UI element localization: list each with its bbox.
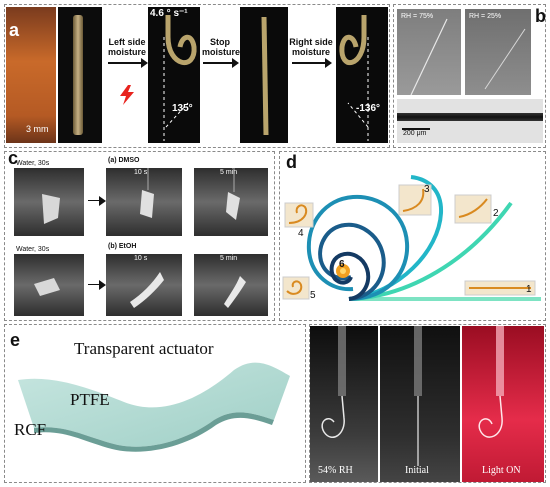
c-arrow-1 (88, 196, 106, 206)
panel-e-title: Transparent actuator (74, 339, 214, 358)
panel-c-frame-2 (106, 168, 182, 236)
panel-c-frame-4 (14, 254, 84, 316)
f-caption-rh: 54% RH (318, 465, 353, 476)
f-caption-light: Light ON (482, 465, 521, 476)
angle-135: 135° (172, 103, 193, 114)
step-stop-moisture: Stop moisture (202, 37, 241, 57)
arrow-2 (203, 58, 239, 68)
panel-c (4, 151, 275, 321)
d-num-5: 5 (310, 290, 316, 301)
d-num-3: 3 (424, 184, 430, 195)
d-num-2: 2 (493, 208, 499, 219)
step-left-moisture: Left side moisture (107, 37, 146, 57)
lightning-icon (120, 85, 134, 105)
panel-d (279, 151, 546, 321)
panel-f (309, 324, 546, 483)
arrow-1 (108, 58, 148, 68)
d-num-4: 4 (298, 228, 304, 239)
c-arrow-2 (88, 280, 106, 290)
step-right-moisture: Right side moisture (289, 37, 333, 57)
rh25-label: RH = 25% (469, 13, 502, 20)
panel-b-scale: 200 μm (403, 130, 427, 137)
row1-title: (a) DMSO (108, 157, 140, 164)
c-time-2: 5 min (220, 169, 238, 176)
panel-f-photo-light (462, 326, 544, 482)
panel-a-photo-flat (6, 7, 56, 143)
panel-b-label: b (535, 6, 546, 26)
panel-f-photo-initial (380, 326, 460, 482)
d-num-1: 1 (526, 284, 532, 295)
panel-a-photo-bent-left (148, 7, 200, 143)
panel-c-frame-3 (194, 168, 268, 236)
panel-b-photo-rh75 (397, 9, 461, 95)
c-time-3: 10 s (134, 255, 148, 262)
rh75-label: RH = 75% (401, 13, 434, 20)
panel-b-photo-fiber (397, 99, 543, 143)
panel-a-photo-straight (240, 7, 288, 143)
panel-b (393, 4, 546, 148)
panel-b-scalebar (402, 128, 430, 130)
panel-f-photo-rh (310, 326, 378, 482)
arrow-3 (292, 58, 332, 68)
panel-c-frame-5 (106, 254, 182, 316)
panel-a-photo-strip (58, 7, 102, 143)
panel-e (4, 324, 306, 483)
c-water-2: Water, 30s (16, 246, 50, 253)
panel-a-photo-bent-right (336, 7, 388, 143)
panel-c-frame-1 (14, 168, 84, 236)
f-caption-initial: Initial (405, 465, 429, 476)
panel-c-label: c (8, 148, 19, 168)
panel-a-scale: 3 mm (26, 124, 49, 134)
c-time-4: 5 min (220, 255, 238, 262)
panel-d-label: d (286, 152, 297, 172)
row2-title: (b) EtOH (108, 243, 137, 250)
c-water-1: Water, 30s (16, 160, 50, 167)
panel-a (4, 4, 390, 148)
panel-e-label: e (10, 330, 21, 350)
panel-c-frame-6 (194, 254, 268, 316)
panel-b-photo-rh25 (465, 9, 531, 95)
d-num-6: 6 (339, 259, 345, 270)
panel-e-actuator-diagram (18, 362, 290, 452)
panel-a-label: a (9, 20, 20, 40)
panel-d-curl-diagram (282, 175, 541, 301)
layer-ptfe: PTFE (70, 390, 110, 409)
rate-readout: 4.6 ° s⁻¹ (150, 8, 188, 19)
angle-neg136: -136° (356, 103, 381, 114)
c-time-1: 10 s (134, 169, 148, 176)
layer-rcf: RCF (14, 420, 47, 439)
